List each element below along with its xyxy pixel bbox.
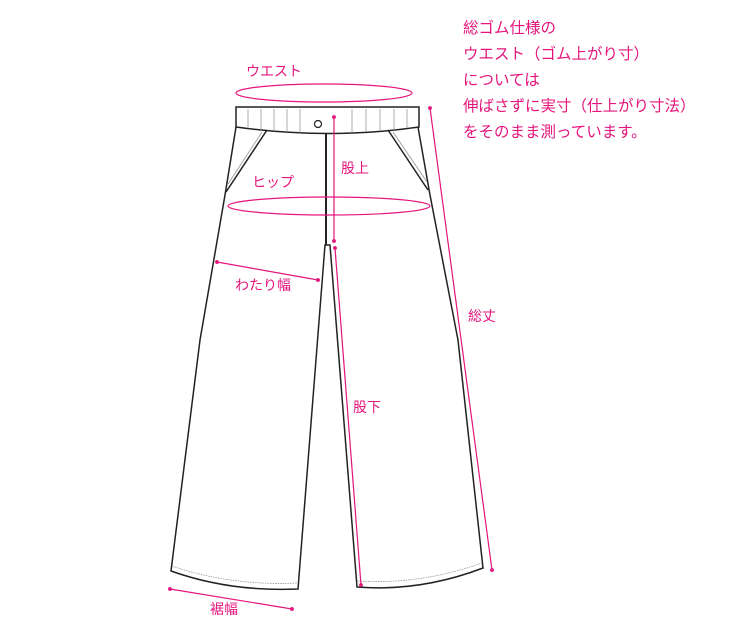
note-line: については bbox=[463, 71, 540, 89]
hem-measure bbox=[168, 587, 294, 611]
measurement-note: 総ゴム仕様の ウエスト（ゴム上がり寸） については 伸ばさずに実寸（仕上がり寸法… bbox=[463, 15, 696, 145]
waist-label: ウエスト bbox=[246, 64, 302, 80]
waist-measure bbox=[235, 83, 413, 103]
left-pocket bbox=[225, 129, 268, 193]
rise-label: 股上 bbox=[341, 161, 369, 177]
right-pocket bbox=[387, 129, 429, 191]
thigh-measure bbox=[215, 260, 320, 282]
hip-label: ヒップ bbox=[252, 175, 294, 191]
total-length-label: 総丈 bbox=[468, 309, 496, 325]
inseam-label: 股下 bbox=[353, 400, 381, 416]
total-length-measure bbox=[428, 106, 494, 572]
inseam-measure bbox=[333, 246, 363, 587]
note-line: 伸ばさずに実寸（仕上がり寸法） bbox=[463, 97, 696, 115]
hem-width-label: 裾幅 bbox=[210, 602, 238, 618]
note-line: ウエスト（ゴム上がり寸） bbox=[463, 45, 650, 63]
pants-outline bbox=[170, 106, 484, 591]
thigh-label: わたり幅 bbox=[235, 278, 291, 294]
waistband bbox=[235, 106, 420, 135]
note-line: をそのまま測っています。 bbox=[463, 123, 647, 141]
note-line: 総ゴム仕様の bbox=[463, 19, 557, 37]
measurement-guides bbox=[168, 83, 494, 611]
button bbox=[313, 119, 323, 129]
